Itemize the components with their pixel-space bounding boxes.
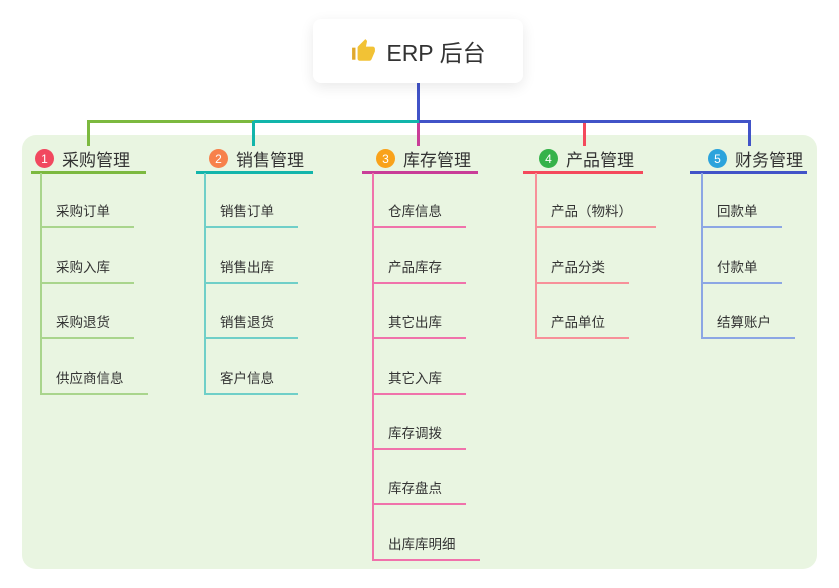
- child-item[interactable]: 供应商信息: [42, 339, 148, 395]
- branch-4-children: 产品（物料） 产品分类 产品单位: [535, 173, 656, 340]
- branch-4-label: 产品管理: [566, 151, 634, 170]
- branch-1-badge: 1: [35, 149, 54, 168]
- child-item[interactable]: 产品库存: [374, 228, 466, 284]
- child-item[interactable]: 出库库明细: [374, 505, 480, 561]
- child-item[interactable]: 销售出库: [206, 228, 298, 284]
- child-item[interactable]: 其它入库: [374, 339, 466, 395]
- mindmap-panel: [22, 135, 817, 569]
- child-item[interactable]: 采购入库: [42, 228, 134, 284]
- branch-3-badge: 3: [376, 149, 395, 168]
- connector-drop-5: [748, 120, 751, 146]
- branch-3-children: 仓库信息 产品库存 其它出库 其它入库 库存调拨 库存盘点 出库库明细: [372, 173, 480, 561]
- branch-4-badge: 4: [539, 149, 558, 168]
- child-item[interactable]: 销售订单: [206, 173, 298, 229]
- child-item[interactable]: 产品（物料）: [537, 173, 656, 229]
- branch-5-finance-header[interactable]: 5 财务管理: [690, 146, 807, 174]
- child-item[interactable]: 产品单位: [537, 284, 629, 340]
- thumbs-up-icon: [350, 38, 376, 64]
- connector-drop-1: [87, 120, 90, 146]
- branch-2-label: 销售管理: [236, 151, 304, 170]
- root-label: ERP 后台: [386, 40, 486, 66]
- branch-5-children: 回款单 付款单 结算账户: [701, 173, 795, 340]
- connector-drop-2: [252, 121, 255, 146]
- child-item[interactable]: 仓库信息: [374, 173, 466, 229]
- connector-bus-green: [87, 120, 254, 123]
- child-item[interactable]: 客户信息: [206, 339, 298, 395]
- child-item[interactable]: 结算账户: [703, 284, 795, 340]
- child-item[interactable]: 其它出库: [374, 284, 466, 340]
- child-item[interactable]: 付款单: [703, 228, 782, 284]
- child-item[interactable]: 产品分类: [537, 228, 629, 284]
- branch-5-badge: 5: [708, 149, 727, 168]
- connector-drop-4: [583, 123, 586, 146]
- child-item[interactable]: 库存盘点: [374, 450, 466, 506]
- branch-1-children: 采购订单 采购入库 采购退货 供应商信息: [40, 173, 148, 395]
- branch-3-label: 库存管理: [403, 151, 471, 170]
- connector-bus-blue: [419, 120, 751, 123]
- branch-1-purchase-header[interactable]: 1 采购管理: [31, 146, 146, 174]
- branch-2-children: 销售订单 销售出库 销售退货 客户信息: [204, 173, 298, 395]
- branch-1-label: 采购管理: [62, 151, 130, 170]
- branch-5-label: 财务管理: [735, 151, 803, 170]
- child-item[interactable]: 销售退货: [206, 284, 298, 340]
- connector-root-drop: [417, 83, 420, 121]
- child-item[interactable]: 库存调拨: [374, 395, 466, 450]
- connector-bus-teal: [254, 120, 419, 123]
- branch-3-inventory-header[interactable]: 3 库存管理: [362, 146, 478, 174]
- branch-2-badge: 2: [209, 149, 228, 168]
- child-item[interactable]: 回款单: [703, 173, 782, 229]
- child-item[interactable]: 采购退货: [42, 284, 134, 340]
- connector-drop-3: [417, 123, 420, 146]
- child-item[interactable]: 采购订单: [42, 173, 134, 229]
- branch-2-sales-header[interactable]: 2 销售管理: [196, 146, 313, 174]
- root-node[interactable]: ERP 后台: [313, 19, 523, 83]
- branch-4-product-header[interactable]: 4 产品管理: [523, 146, 643, 174]
